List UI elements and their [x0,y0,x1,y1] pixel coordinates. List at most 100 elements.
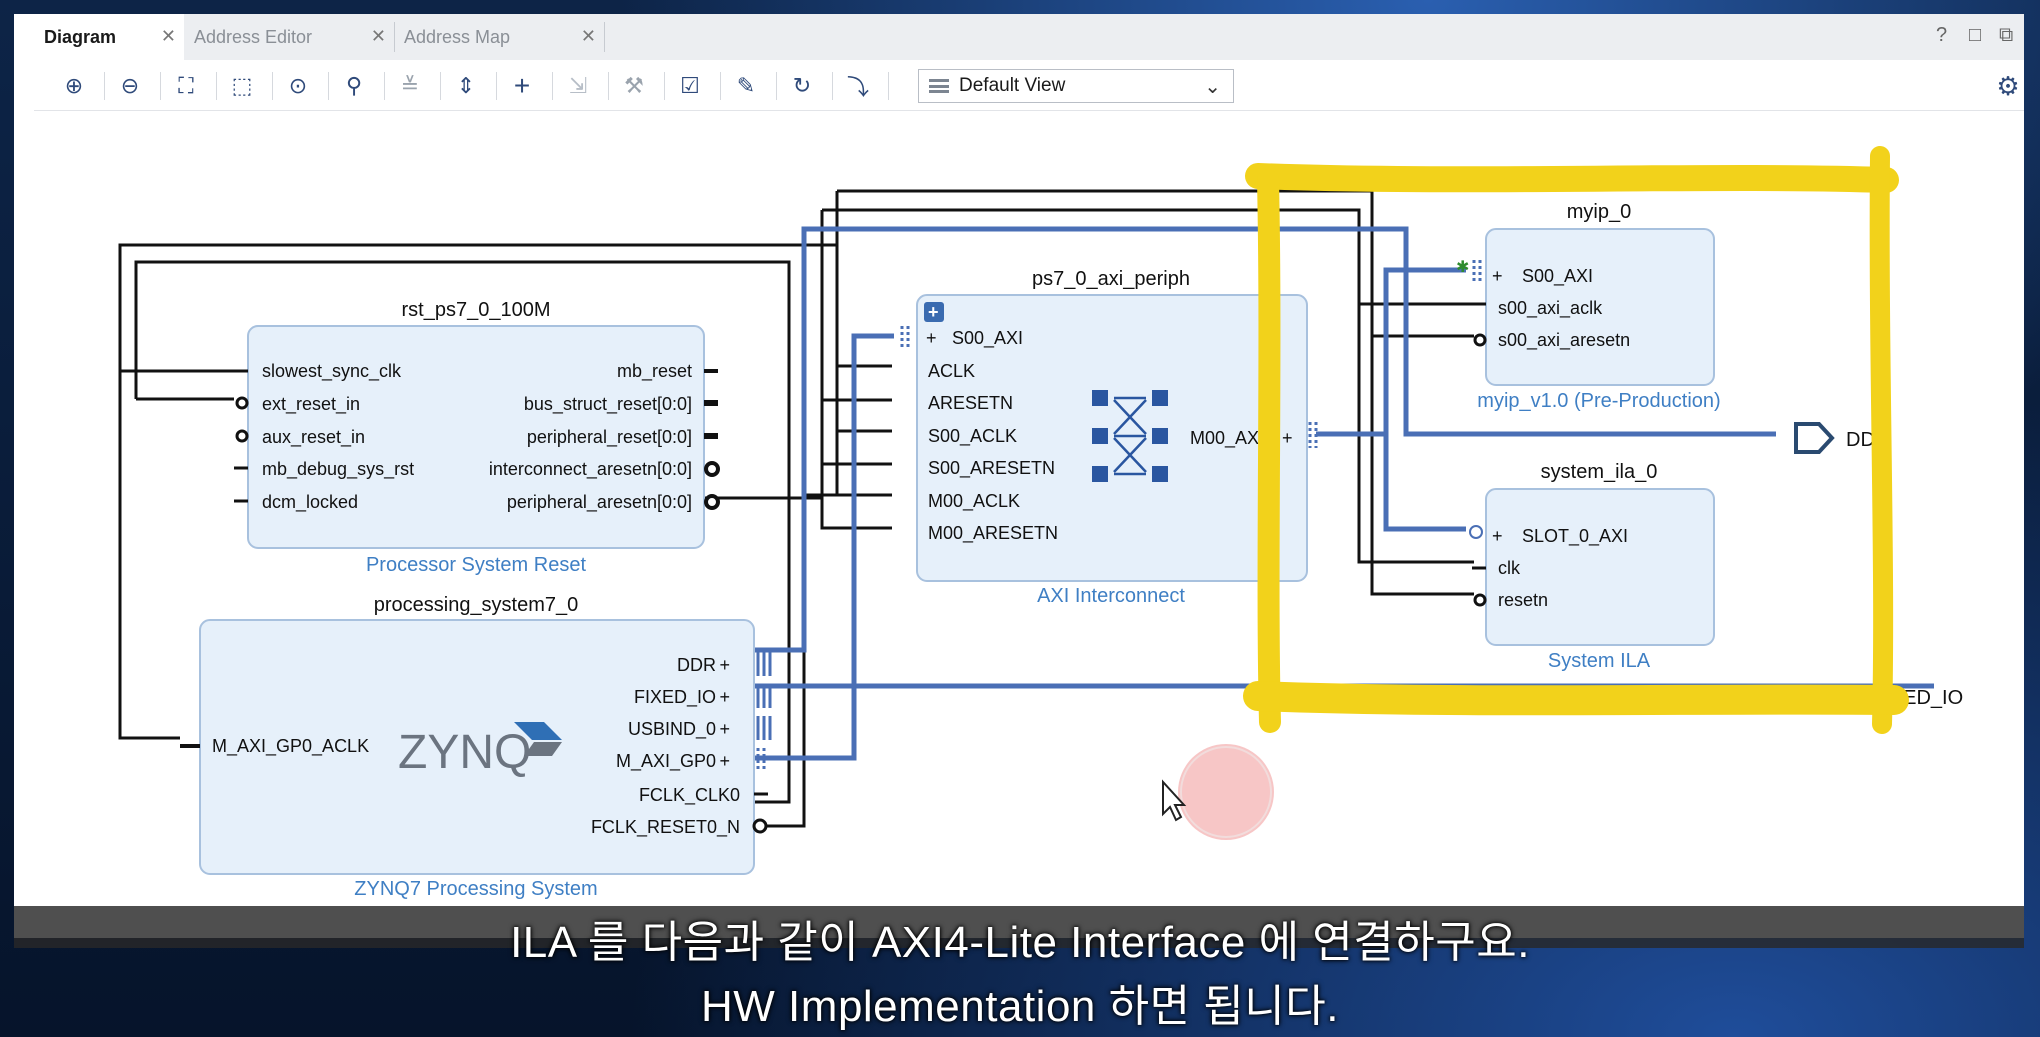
toolbar-divider [496,72,497,100]
tab-diagram[interactable]: Diagram ✕ [34,14,184,60]
toolbar-divider [384,72,385,100]
diagram-canvas[interactable]: rst_ps7_0_100M slowest_sync_clk ext_rese… [14,111,2024,938]
block-axi-periph[interactable]: ps7_0_axi_periph + + S00_AXI ACLK ARESET… [900,268,1318,607]
wire-ila-clk [1357,304,1474,564]
block-subtitle: System ILA [1548,650,1651,672]
probe-icon [1469,525,1483,539]
tab-bar: Diagram ✕ Address Editor ✕ Address Map ✕… [34,14,2024,60]
wire-aresetn-s00 [820,462,892,498]
port-label: slowest_sync_clk [262,361,402,382]
wire-aresetn-m00 [820,498,892,530]
help-icon[interactable]: ? [1936,24,1948,46]
center-icon[interactable]: ⊙ [288,73,308,98]
wire-layer [118,189,1474,828]
block-design-window: Diagram ✕ Address Editor ✕ Address Map ✕… [14,14,2024,938]
tab-address-map[interactable]: Address Map ✕ [394,14,604,60]
block-rst-ps7[interactable]: rst_ps7_0_100M slowest_sync_clk ext_rese… [234,299,720,576]
block-subtitle: Processor System Reset [366,554,587,576]
tab-divider [604,22,605,52]
add-ip-icon[interactable]: + [513,70,531,101]
toolbar-divider [440,72,441,100]
right-ports: DDR + FIXED_IO + USBIND_0 + M_AXI_GP0 + … [591,655,740,838]
external-port-icon [1794,422,1835,454]
validate-icon[interactable]: ☑ [680,73,700,98]
port-label: M00_ACLK [928,491,1020,512]
highlight-annotation [1243,146,1909,734]
zynq-logo-mark [514,722,562,740]
block-system-ila[interactable]: system_ila_0 + SLOT_0_AXI clk resetn Sys… [1469,461,1715,672]
block-title: processing_system7_0 [374,594,579,616]
port-label: peripheral_reset[0:0] [527,427,692,448]
expand-hierarchy-button[interactable] [924,302,944,322]
toolbar-divider [888,72,889,100]
port-label: peripheral_aresetn[0:0] [507,492,692,513]
chevron-down-icon: ⌄ [1204,76,1221,98]
bus-m00-axi-to-myip [1316,267,1466,437]
port-label: USBIND_0 [628,719,716,740]
restore-icon[interactable]: □ [1969,24,1982,46]
zoom-out-icon[interactable]: ⊖ [120,73,140,98]
optimize-routing-icon[interactable]: ⤵ [846,75,869,100]
properties-icon[interactable]: ⚒ [624,73,644,98]
block-body [916,294,1308,582]
right-ports: mb_reset bus_struct_reset[0:0] periphera… [489,361,720,513]
left-ports: + SLOT_0_AXI clk resetn [1492,526,1628,610]
block-myip[interactable]: myip_0 + S00_AXI s00_axi_aclk s00_axi_ar… [1456,201,1721,412]
block-title: ps7_0_axi_periph [1032,268,1190,290]
search-icon[interactable]: ⚲ [345,73,363,98]
plus-icon: + [926,328,937,348]
toolbar-divider [832,72,833,100]
collapse-icon[interactable]: ≚ [400,73,420,98]
tab-label: Address Editor [194,26,313,47]
expand-icon[interactable]: ⇕ [456,73,476,98]
zoom-fit-icon[interactable]: ⛶ [178,73,194,98]
port-invert [1473,333,1487,347]
block-title: system_ila_0 [1541,461,1658,483]
bus-m-axi-gp0 [752,333,894,761]
port-label: dcm_locked [262,492,358,513]
zoom-in-icon[interactable]: ⊕ [64,73,84,98]
port-label: ext_reset_in [262,394,360,415]
toolbar-divider [104,72,105,100]
plus-icon: + [928,302,939,322]
port-label: bus_struct_reset[0:0] [524,394,692,415]
make-external-icon[interactable]: ⇲ [568,73,588,98]
wire-ila-resetn [1370,336,1474,596]
block-subtitle: myip_v1.0 (Pre-Production) [1477,390,1720,412]
regenerate-icon[interactable]: ↻ [792,73,812,98]
zoom-selection-icon[interactable]: ⬚ [231,73,253,98]
block-processing-system7[interactable]: processing_system7_0 M_AXI_GP0_ACLK ZYNQ… [180,594,772,900]
port-label: S00_ARESETN [928,458,1055,479]
bus-port-markers [900,326,910,350]
port-label: M_AXI_GP0 [616,751,716,772]
block-body [1485,228,1715,386]
port-label: M_AXI_GP0_ACLK [212,736,369,757]
gear-icon[interactable]: ⚙ [1996,70,2020,101]
block-title: rst_ps7_0_100M [402,299,551,321]
bus-port-markers [756,652,772,772]
port-label: DDR [677,655,716,675]
wire-myip-aclk [822,208,1474,306]
bus-ddr [752,226,1776,653]
tab-address-editor[interactable]: Address Editor ✕ [184,14,394,60]
block-title: myip_0 [1567,201,1631,223]
view-select-value: Default View [959,75,1066,96]
close-icon[interactable]: ✕ [370,26,386,46]
toolbar-divider [720,72,721,100]
port-invert [1473,593,1487,607]
wire-fclk-clk0 [134,260,791,804]
left-ports: + S00_AXI ACLK ARESETN S00_ACLK S00_ARES… [926,328,1058,544]
close-icon[interactable]: ✕ [580,26,596,46]
toolbar-divider [272,72,273,100]
port-label: mb_debug_sys_rst [262,459,414,480]
port-invert [752,818,768,834]
close-icon[interactable]: ✕ [160,26,176,46]
cursor-click-indicator [1162,744,1274,840]
view-select[interactable]: Default View ⌄ [918,69,1234,103]
toolbar-divider [328,72,329,100]
bus-port-markers [1308,422,1318,448]
autoconnect-icon[interactable]: ✎ [736,73,756,98]
plus-icon: + [1492,266,1503,286]
float-icon[interactable]: ⧉ [1999,24,2014,46]
toolbar-divider [608,72,609,100]
